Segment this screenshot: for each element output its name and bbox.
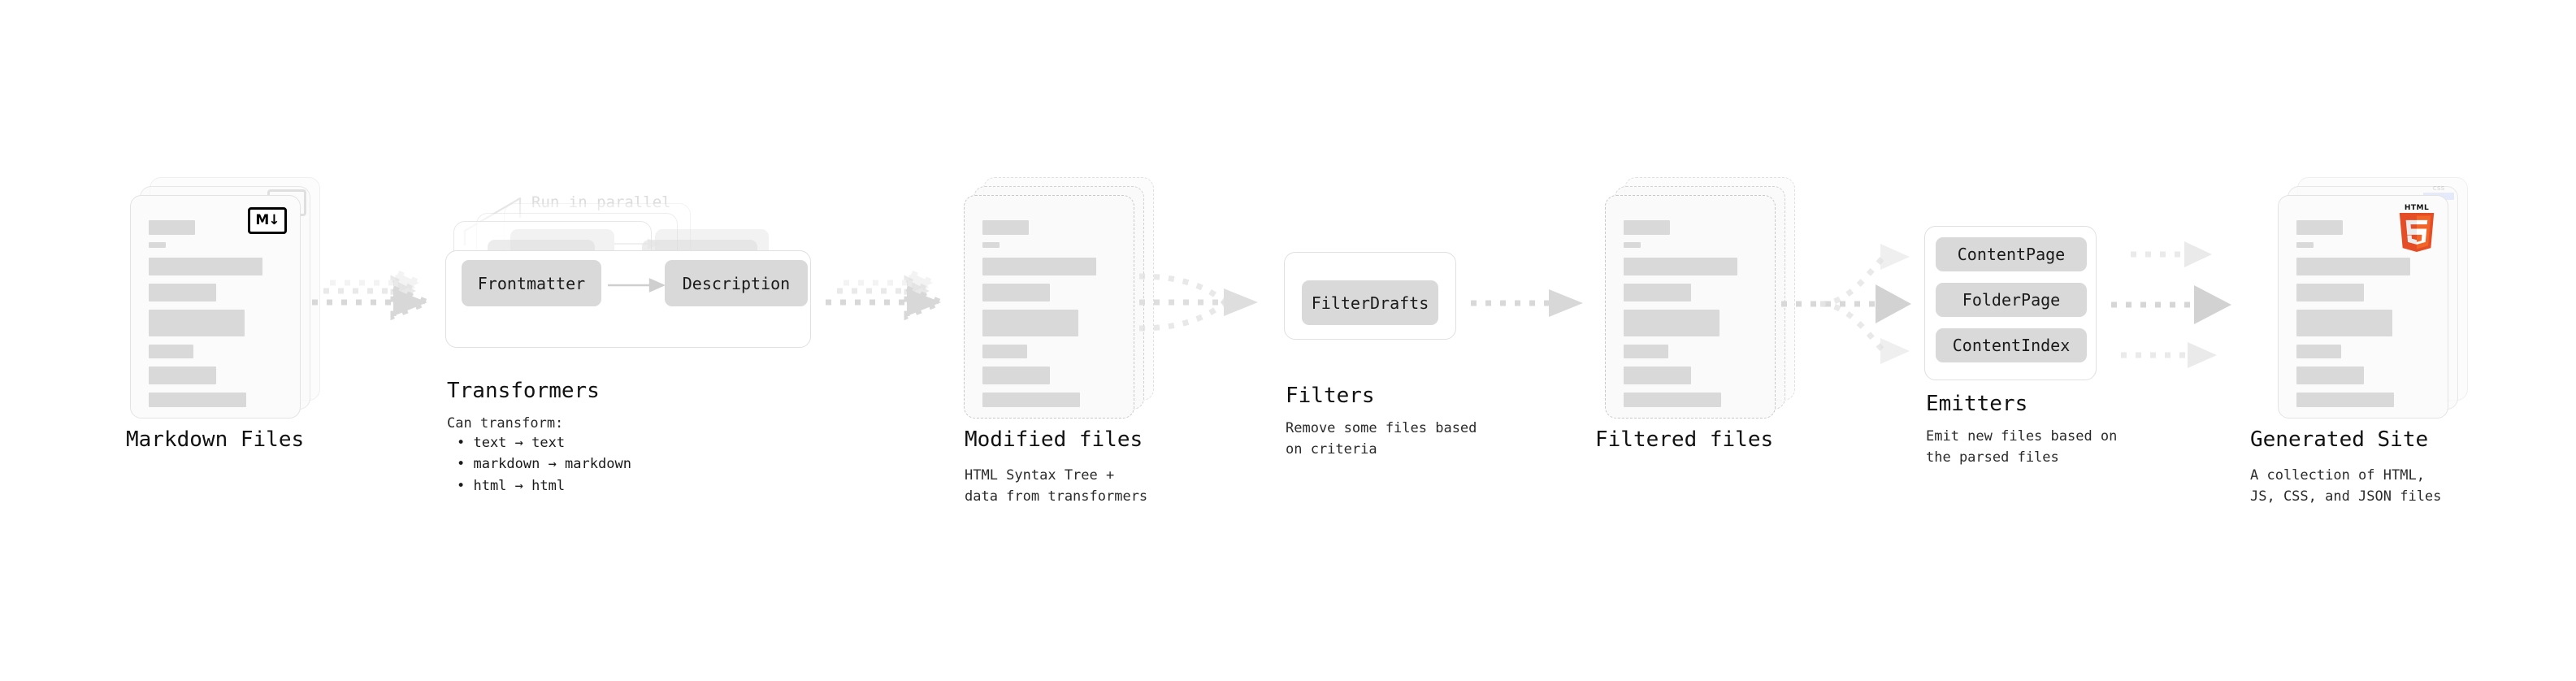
html5-icon-label: HTML — [2404, 204, 2430, 212]
connector-emitters-to-site — [2111, 241, 2231, 368]
bullet-markdown-to-markdown: • markdown → markdown — [457, 456, 631, 473]
stage-title-generated-site: Generated Site — [2250, 427, 2429, 452]
stage-title-transformers: Transformers — [447, 379, 600, 403]
stage-title-markdown-files: Markdown Files — [126, 427, 305, 452]
stage-title-filtered-files: Filtered files — [1595, 427, 1774, 452]
filter-chip-filterdrafts[interactable]: FilterDrafts — [1302, 280, 1438, 325]
modified-files-subtitle: HTML Syntax Tree + data from transformer… — [965, 467, 1148, 505]
connector-transformers-to-modified — [826, 268, 949, 321]
filters-subtitle: Remove some files based on criteria — [1286, 420, 1477, 458]
connector-md-to-transformers — [312, 268, 436, 321]
emitter-chip-contentindex[interactable]: ContentIndex — [1936, 328, 2087, 362]
bullet-text-to-text: • text → text — [457, 435, 566, 451]
connector-filtered-to-emitters — [1781, 244, 1911, 364]
bullet-html-to-html: • html → html — [457, 477, 566, 494]
file-content-placeholder — [2296, 220, 2431, 414]
connector-modified-to-filters — [1138, 273, 1258, 332]
file-content-placeholder — [982, 220, 1117, 414]
emitter-chip-folderpage[interactable]: FolderPage — [1936, 283, 2087, 317]
file-content-placeholder — [149, 220, 284, 414]
transformer-chip-frontmatter[interactable]: Frontmatter — [462, 260, 601, 306]
markdown-icon: M↓ — [248, 207, 287, 234]
transformer-chip-description[interactable]: Description — [665, 260, 808, 306]
generated-site-subtitle: A collection of HTML, JS, CSS, and JSON … — [2250, 467, 2442, 505]
connector-filters-to-filtered — [1471, 289, 1583, 317]
modified-file-card-front — [964, 195, 1134, 419]
run-in-parallel-label: Run in parallel — [531, 193, 671, 211]
stage-title-filters: Filters — [1286, 384, 1375, 408]
html5-icon: HTML — [2397, 204, 2436, 252]
file-content-placeholder — [1624, 220, 1759, 414]
site-file-card-html: HTML — [2278, 195, 2448, 419]
stage-title-modified-files: Modified files — [965, 427, 1143, 452]
stage-title-emitters: Emitters — [1926, 392, 2028, 416]
emitter-chip-contentpage[interactable]: ContentPage — [1936, 237, 2087, 271]
transformer-inner-arrow — [608, 278, 666, 293]
transformers-subtitle: Can transform: — [447, 415, 564, 432]
filtered-file-card-front — [1605, 195, 1776, 419]
transformers-bullet-list: • text → text • markdown → markdown • ht… — [457, 432, 631, 497]
emitters-subtitle: Emit new files based on the parsed files — [1926, 428, 2118, 466]
markdown-file-card-front: M↓ — [130, 195, 301, 419]
